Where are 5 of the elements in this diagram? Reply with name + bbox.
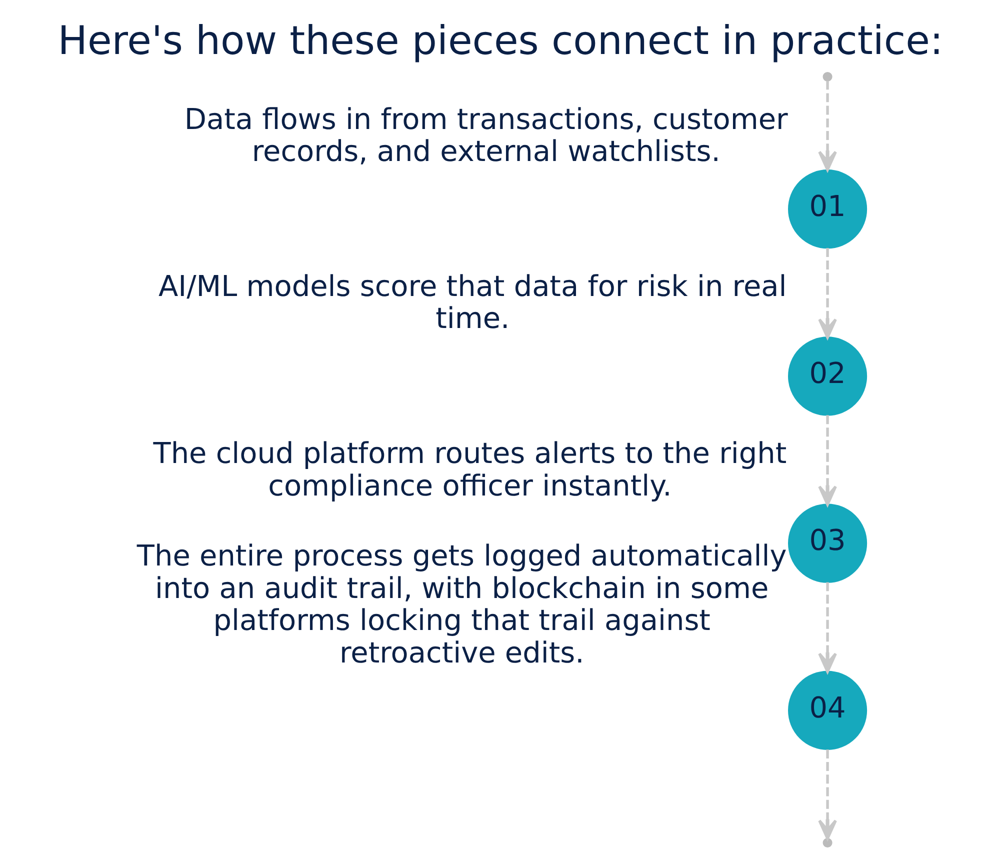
diagram-title: Here's how these pieces connect in practice: [57, 18, 943, 64]
node-label: AI/ML models score that data for risk in real time. [158, 268, 786, 336]
node-label: Data flows in from transactions, customer records, and external watchlists. [184, 102, 788, 168]
node-label: The entire process gets logged automatically into an audit trail, with blockchain in some platforms locking that trail against retroactive edits. [136, 538, 786, 670]
node-label: The cloud platform routes alerts to the right compliance officer instantly. [152, 436, 786, 502]
